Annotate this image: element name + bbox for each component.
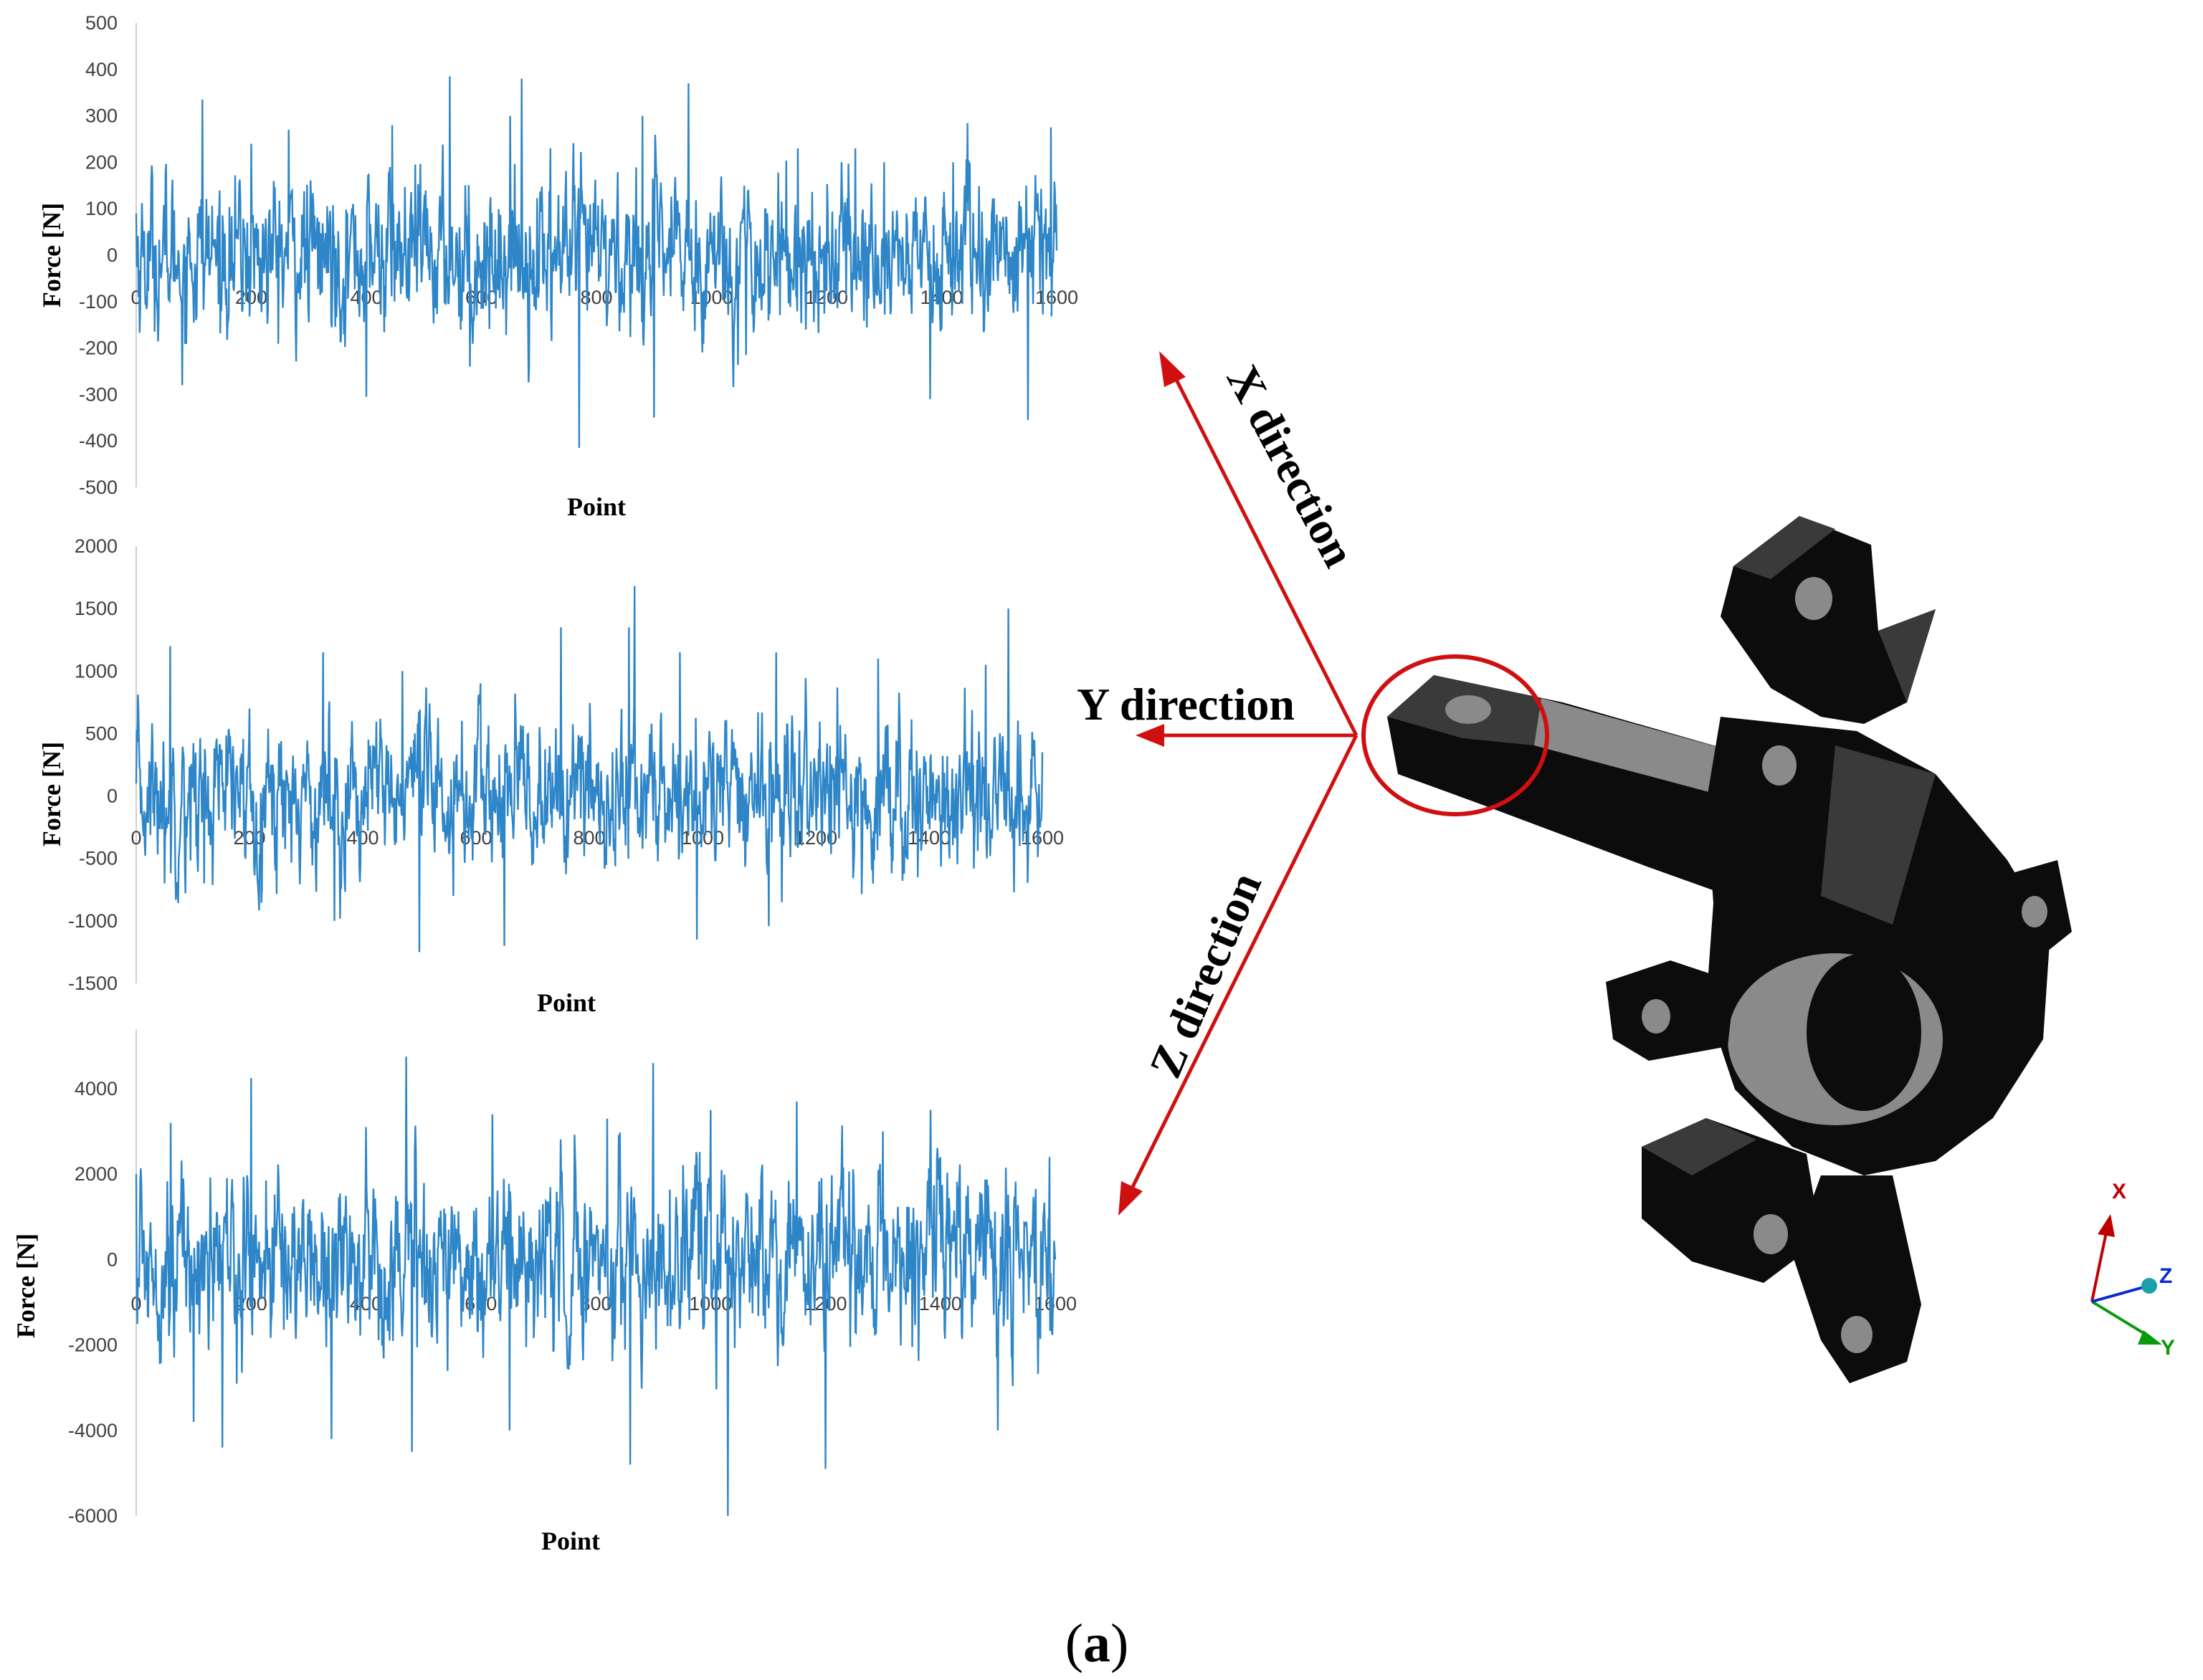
chart2-y-ticks: 2000 1500 1000 500 0 -500 -1000 -1500 (68, 535, 118, 994)
chart2-ytick-label: 500 (85, 722, 118, 744)
z-direction-arrow (1129, 734, 1359, 1191)
chart2-xtick-label: 0 (130, 827, 141, 849)
chart2-xlabel: Point (537, 988, 596, 1017)
chart1-ytick-label: 500 (85, 12, 118, 34)
chart1-xlabel: Point (567, 492, 626, 521)
y-direction-label: Y direction (1077, 679, 1295, 730)
chart3-y-ticks: 4000 2000 0 -2000 -4000 -6000 (68, 1078, 118, 1527)
chart2-ytick-label: 2000 (75, 535, 118, 557)
chart1-ytick-label: -200 (79, 338, 118, 359)
chart1-ytick-label: 300 (85, 105, 118, 127)
chart2-ytick-label: -1500 (68, 973, 118, 994)
triad-y-axis (2090, 1300, 2152, 1339)
load-point-circle (1361, 654, 1549, 816)
chart3-ylabel: Force [N] (11, 1233, 40, 1338)
chart3-series-line (135, 1056, 1057, 1517)
triad-x-label: X (2112, 1180, 2126, 1203)
chart2-ytick-label: 1000 (75, 660, 118, 682)
chart1-ytick-label: -300 (79, 383, 118, 405)
chart1-ytick-label: -500 (79, 477, 118, 498)
chart2-ytick-label: -500 (79, 848, 118, 869)
triad-y-arrowhead (2138, 1330, 2162, 1345)
chart1-ylabel: Force [N] (37, 203, 66, 307)
chart3-xtick-label: 1400 (919, 1293, 962, 1314)
chart3-ytick-label: 2000 (75, 1163, 118, 1185)
chart-x-force: 500 400 300 200 100 0 -100 -200 -300 -400 -500 0 20… (37, 12, 1078, 521)
y-direction-arrowhead (1136, 724, 1164, 747)
x-direction-arrowhead (1159, 351, 1186, 387)
chart3-ytick-label: 4000 (75, 1078, 118, 1099)
triad-z-axis (2091, 1286, 2144, 1303)
chart1-ytick-label: 400 (85, 59, 118, 80)
triad-x-axis (2090, 1225, 2109, 1302)
chart1-ytick-label: -400 (79, 430, 118, 452)
z-direction-label: Z direction (1140, 865, 1272, 1084)
triad-z-label: Z (2159, 1264, 2172, 1288)
chart1-xtick-label: 1600 (1035, 287, 1078, 308)
chart3-xlabel: Point (541, 1527, 600, 1555)
chart2-ytick-label: 1500 (75, 598, 118, 619)
chart1-y-ticks: 500 400 300 200 100 0 -100 -200 -300 -400 -500 (79, 12, 118, 498)
triad-z-sphere (2141, 1278, 2157, 1294)
chart1-ytick-label: 0 (107, 244, 118, 266)
chart2-ylabel: Force [N] (37, 742, 66, 846)
chart1-series-line (135, 76, 1058, 448)
chart1-xtick-label: 1000 (690, 287, 733, 308)
triad-x-arrowhead (2098, 1214, 2115, 1237)
chart3-ytick-label: 0 (107, 1249, 118, 1270)
direction-arrows: X direction Y direction Z direction (1077, 351, 1365, 1216)
x-direction-label: X direction (1217, 357, 1366, 575)
chart3-ytick-label: -4000 (68, 1420, 118, 1441)
steering-knuckle-model (1387, 516, 2072, 1383)
chart2-ytick-label: -1000 (68, 910, 118, 932)
chart3-ytick-label: -6000 (68, 1505, 118, 1527)
coordinate-triad-icon: X Z Y (2090, 1180, 2175, 1360)
x-direction-arrow (1171, 371, 1359, 737)
chart2-xtick-label: 400 (346, 827, 379, 849)
chart2-series-line (135, 586, 1044, 953)
chart3-xtick-label: 800 (579, 1293, 612, 1314)
chart1-ytick-label: 100 (85, 198, 118, 219)
chart1-ytick-label: 200 (85, 151, 118, 173)
triad-y-label: Y (2161, 1336, 2175, 1360)
figure-caption-letter: a (1083, 1613, 1110, 1674)
chart2-ytick-label: 0 (107, 786, 118, 807)
chart1-ytick-label: -100 (79, 291, 118, 312)
figure-caption: (a) (1065, 1613, 1129, 1674)
z-direction-arrowhead (1118, 1181, 1143, 1216)
chart3-ytick-label: -2000 (68, 1335, 118, 1356)
